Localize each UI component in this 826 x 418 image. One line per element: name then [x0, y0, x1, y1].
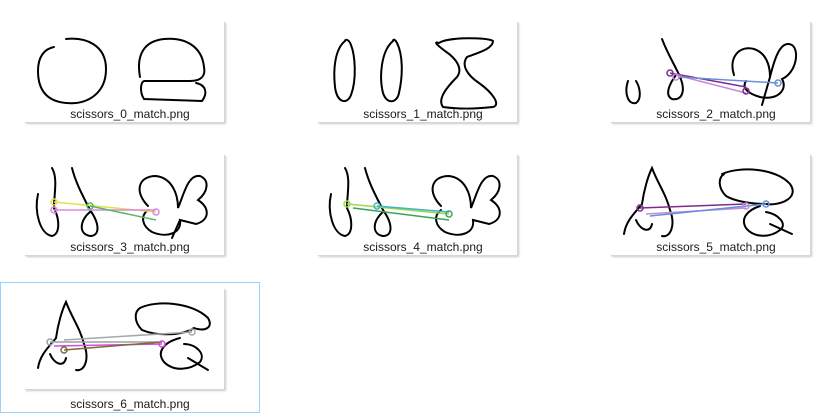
- thumbnail: [317, 154, 517, 255]
- file-name: scissors_1_match.png: [363, 107, 483, 121]
- sketch-thumbnail-image: [625, 38, 798, 106]
- sketch-thumbnail-image: [333, 37, 498, 110]
- file-tile[interactable]: scissors_5_match.png: [586, 133, 826, 264]
- sketch-thumbnail-image: [35, 167, 208, 239]
- file-name: scissors_5_match.png: [656, 240, 776, 254]
- sketch-thumbnail-image: [623, 165, 794, 238]
- file-name: scissors_2_match.png: [656, 107, 776, 121]
- sketch-thumbnail-image: [328, 167, 501, 238]
- thumbnail: [317, 21, 517, 122]
- file-tile[interactable]: scissors_2_match.png: [586, 0, 826, 131]
- thumbnail: [24, 288, 224, 389]
- file-tile[interactable]: scissors_1_match.png: [293, 0, 553, 131]
- file-tile[interactable]: scissors_3_match.png: [0, 133, 260, 264]
- thumbnail: [610, 21, 810, 122]
- file-name: scissors_4_match.png: [363, 240, 483, 254]
- file-name: scissors_6_match.png: [70, 397, 190, 411]
- file-tile[interactable]: scissors_0_match.png: [0, 0, 260, 131]
- thumbnail: [24, 154, 224, 255]
- thumbnail: [24, 21, 224, 122]
- file-tile[interactable]: scissors_4_match.png: [293, 133, 553, 264]
- file-name: scissors_3_match.png: [70, 240, 190, 254]
- file-name: scissors_0_match.png: [70, 107, 190, 121]
- thumbnail: [610, 154, 810, 255]
- sketch-thumbnail-image: [37, 299, 211, 372]
- file-tile-selected[interactable]: scissors_6_match.png: [0, 282, 260, 413]
- sketch-thumbnail-image: [36, 37, 207, 105]
